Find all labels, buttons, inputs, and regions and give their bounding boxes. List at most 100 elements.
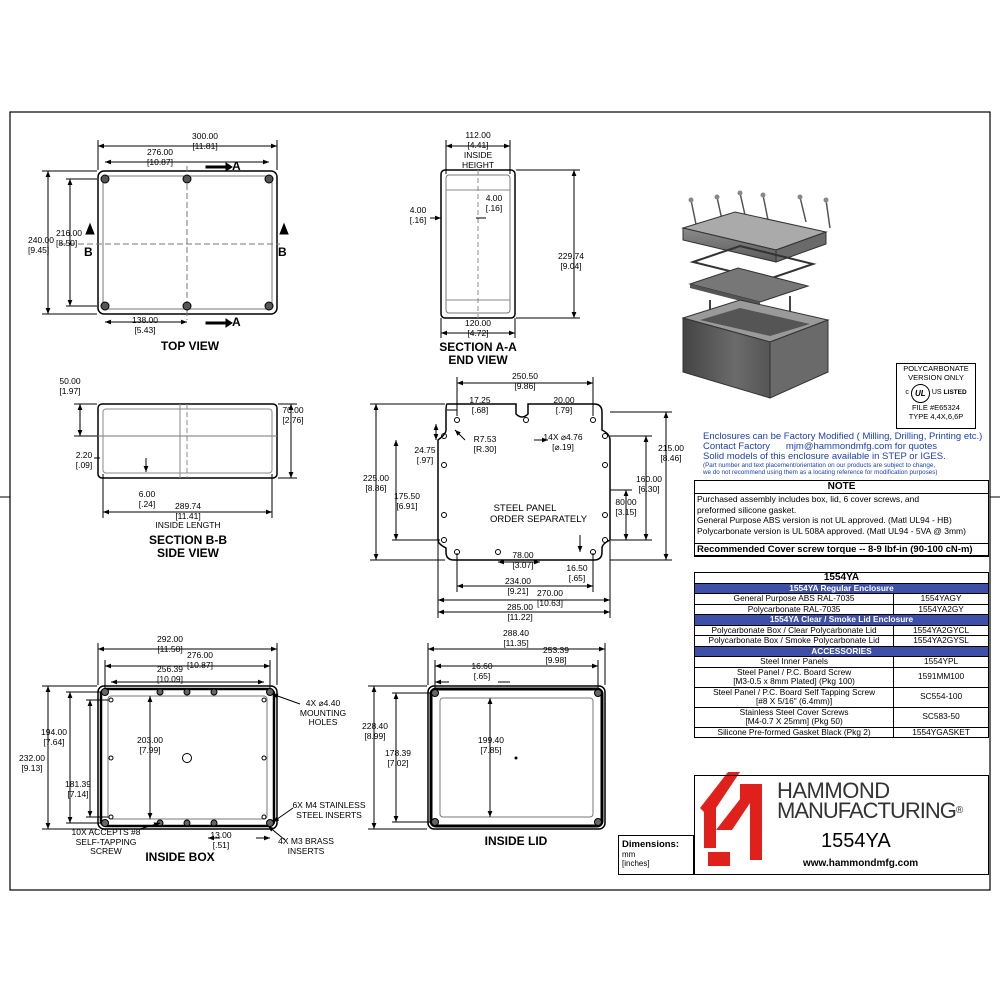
dim-side-lid: 50.00[1.97] xyxy=(59,376,81,396)
table-row: Steel Panel / P.C. Board Screw[M3-0.5 x … xyxy=(693,666,989,688)
ul-line1: POLYCARBONATE xyxy=(903,364,969,373)
dims-title: Dimensions: xyxy=(622,839,680,850)
ul-file: FILE #E65324 xyxy=(912,403,960,413)
exploded-isometric-illustration xyxy=(681,190,831,399)
ul-listing-box: POLYCARBONATE VERSION ONLY c UL US LISTE… xyxy=(896,363,976,429)
factory-line2: Contact Factory mjm@hammondmfg.com for q… xyxy=(703,441,938,452)
dim-ibox-h1: 232.00[9.13] xyxy=(19,753,45,773)
dim-side-wall: 6.00[.24] xyxy=(138,489,156,509)
dim-top-inner-width: 276.00[10.87] xyxy=(147,147,173,167)
dim-ibox-w1: 292.00[11.50] xyxy=(157,634,183,654)
parts-table: 1554YA 1554YA Regular Enclosure General … xyxy=(693,572,989,738)
side-view-drawing xyxy=(74,403,297,518)
dim-ibox-13: 13.00[.51] xyxy=(210,830,232,850)
parts-header: 1554YA xyxy=(694,572,989,584)
parts-section: 1554YA Clear / Smoke Lid Enclosure xyxy=(694,614,989,626)
dim-ilid-h2: 178.39[7.02] xyxy=(385,748,411,768)
dim-ilid-h1: 228.40[8.99] xyxy=(362,721,388,741)
end-view-drawing xyxy=(430,140,580,338)
dim-end-base-width: 120.00[4.72] xyxy=(465,318,491,338)
dim-ibox-h4: 203.00[7.99] xyxy=(137,735,163,755)
section-marker-b-right: B xyxy=(278,245,287,259)
top-view-title: TOP VIEW xyxy=(160,339,220,353)
dim-ilid-w2: 253.39[9.98] xyxy=(543,645,569,665)
dim-ibox-h2: 194.00[7.64] xyxy=(41,727,67,747)
dim-panel-h2: 175.50[6.91] xyxy=(394,491,420,511)
top-view-drawing xyxy=(42,140,289,328)
dim-panel-d1: 17.25[.68] xyxy=(469,395,491,415)
torque-note: Recommended Cover screw torque -- 8-9 lb… xyxy=(694,543,989,557)
inside-lid-drawing xyxy=(368,643,606,830)
dim-ibox-h3: 181.39[7.14] xyxy=(65,779,91,799)
brand-url: www.hammondmfg.com xyxy=(803,858,919,869)
section-marker-a-bottom: A xyxy=(232,315,241,329)
note-line: General Purpose ABS version is not UL ap… xyxy=(697,515,952,525)
dim-end-height: 229.74[9.04] xyxy=(558,251,584,271)
brand-name-line2: MANUFACTURING® xyxy=(777,798,963,823)
factory-line5: we do not recommend using them as a loca… xyxy=(703,469,938,476)
dim-panel-b5: 285.00[11.22] xyxy=(507,602,533,622)
dims-unit-in: [inches] xyxy=(622,859,650,868)
section-marker-b-left: B xyxy=(84,245,93,259)
inside-lid-title: INSIDE LID xyxy=(484,834,548,848)
dim-panel-d2: 20.00[.79] xyxy=(553,395,575,415)
dim-ilid-w3: 16.60[.65] xyxy=(471,661,493,681)
steel-panel-drawing xyxy=(370,377,672,618)
dimensions-legend: Dimensions: mm [inches] xyxy=(618,835,694,875)
table-row: Polycarbonate Box / Smoke Polycarbonate … xyxy=(693,635,989,647)
title-block: HAMMOND MANUFACTURING® 1554YA www.hammon… xyxy=(694,775,989,875)
dim-top-width: 300.00[11.81] xyxy=(192,131,218,151)
dim-panel-h1: 24.75[.97] xyxy=(414,445,436,465)
dim-ibox-w2: 276.00[10.87] xyxy=(187,650,213,670)
dim-panel-b1: 78.00[3.07] xyxy=(512,550,534,570)
ul-type: TYPE 4,4X,6,6P xyxy=(908,411,964,421)
dim-side-base: 70.00[2.76] xyxy=(282,405,304,425)
factory-line3: Solid models of this enclosure available… xyxy=(703,451,946,462)
note-line: Purchased assembly includes box, lid, 6 … xyxy=(697,494,920,504)
dim-end-width: 112.00[4.41] xyxy=(465,130,491,150)
dim-panel-right-h3: 80.00[3.15] xyxy=(615,497,637,517)
dim-panel-right-h1: 215.00[8.46] xyxy=(658,443,684,463)
dim-ibox-w3: 256.39[10.09] xyxy=(157,664,183,684)
dim-end-wall-right: 4.00[.16] xyxy=(485,193,503,213)
parts-section: ACCESSORIES xyxy=(694,645,989,657)
brand-name-line1: HAMMOND xyxy=(777,778,890,803)
ul-logo-icon: UL xyxy=(910,383,930,403)
sheet-border xyxy=(9,111,991,891)
dim-panel-holes: 14X ⌀4.76[⌀.19] xyxy=(543,432,583,452)
table-row: Steel Panel / P.C. Board Self Tapping Sc… xyxy=(693,686,989,708)
dim-ilid-w1: 288.40[11.35] xyxy=(503,628,529,648)
part-number: 1554YA xyxy=(821,830,891,852)
dim-top-height: 240.00[9.45] xyxy=(28,235,54,255)
dim-top-inner-height: 216.00[8.50] xyxy=(56,228,82,248)
ul-mark: c UL US LISTED xyxy=(897,382,975,404)
dim-panel-width: 250.50[9.86] xyxy=(512,371,538,391)
note-line: preformed silicone gasket. xyxy=(697,504,797,515)
table-row: Stainless Steel Cover Screws[M4-0.7 X 25… xyxy=(693,706,989,728)
dim-panel-b2: 16.50[.65] xyxy=(566,563,588,583)
ul-line2: VERSION ONLY xyxy=(908,372,964,382)
factory-line4: (Part number and text placement/orientat… xyxy=(703,462,936,469)
dim-panel-b4: 270.00[10.63] xyxy=(537,588,563,608)
inside-box-drawing xyxy=(42,643,301,841)
table-row: Silicone Pre-formed Gasket Black (Pkg 2)… xyxy=(693,726,989,738)
dim-end-wall-left: 4.00[.16] xyxy=(409,205,427,225)
note-line: Polycarbonate version is UL 508A approve… xyxy=(697,525,966,536)
inside-box-title: INSIDE BOX xyxy=(145,850,215,864)
dim-panel-radius: R7.53[R.30] xyxy=(473,434,497,454)
dim-ilid-h3: 199.40[7.85] xyxy=(478,735,504,755)
table-row: Polycarbonate Box / Clear Polycarbonate … xyxy=(693,624,989,636)
dim-panel-right-h2: 160.00[6.30] xyxy=(636,474,662,494)
dim-side-length: 289.74[11.41]INSIDE LENGTH xyxy=(155,501,221,530)
note-title: NOTE xyxy=(695,481,988,494)
